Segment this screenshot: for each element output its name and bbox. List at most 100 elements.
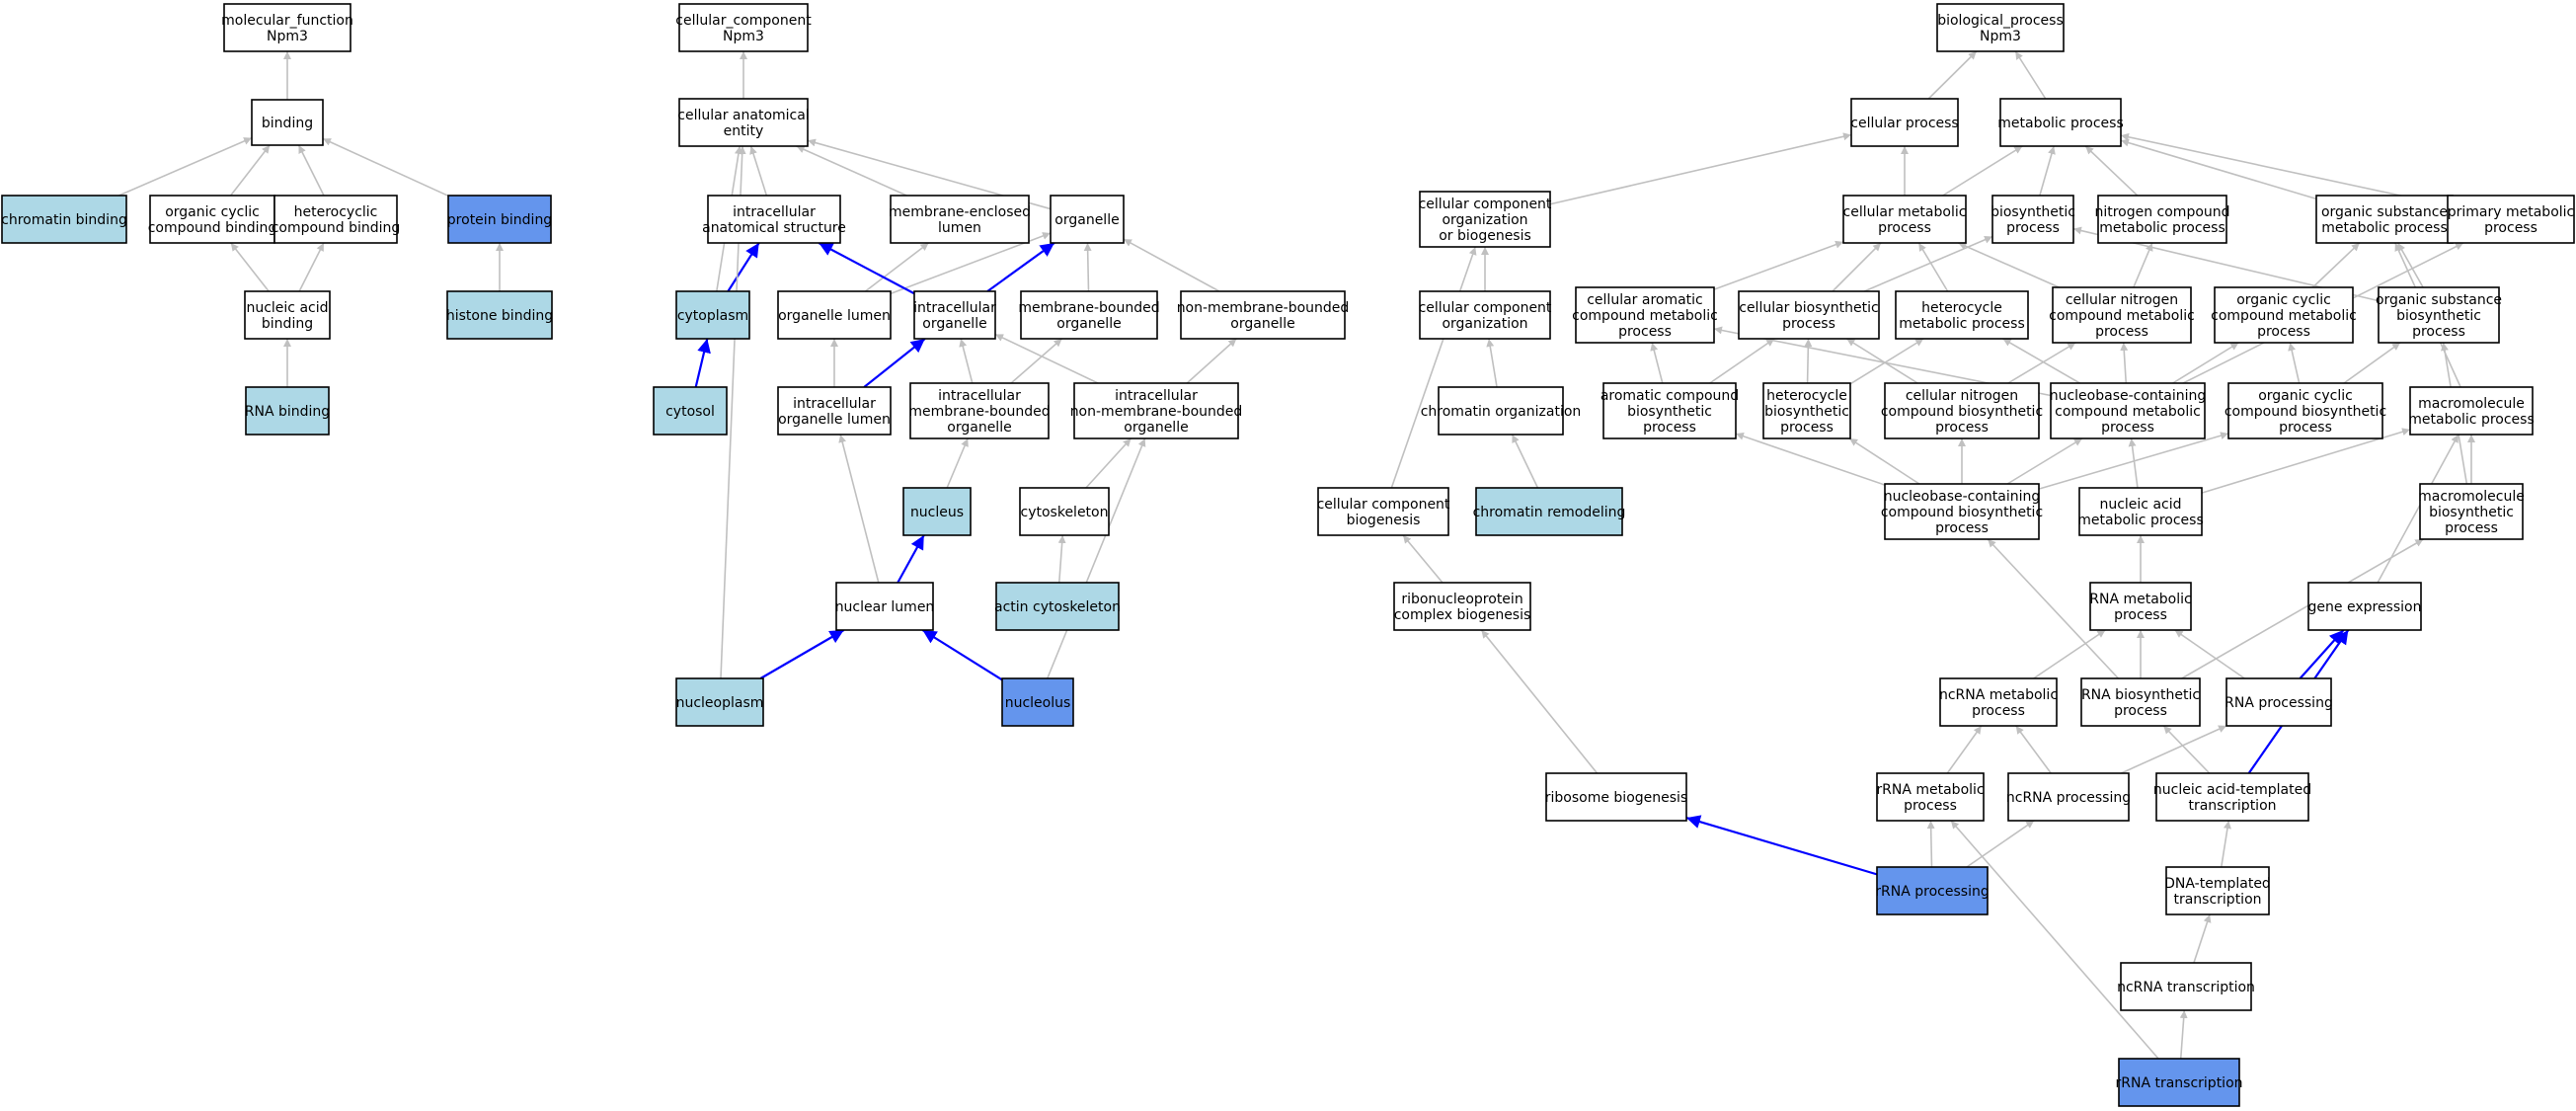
node-label-chromatin_binding: chromatin binding: [1, 212, 127, 228]
node-label-ccb: cellular component: [1317, 497, 1450, 513]
node-box-ribosome_biogenesis: [1545, 772, 1687, 822]
node-ribosome_biogenesis[interactable]: ribosome biogenesis: [1545, 772, 1687, 822]
node-label-occmp: process: [2257, 324, 2310, 340]
node-label-nccbp: process: [1935, 520, 1989, 536]
node-label-nccmp: compound metabolic: [2055, 404, 2201, 420]
node-chromatin_remodeling[interactable]: chromatin remodeling: [1473, 487, 1626, 536]
node-box-mbp: [2419, 483, 2524, 540]
node-inmbo[interactable]: intracellularnon-membrane-boundedorganel…: [1070, 382, 1243, 439]
node-ncrna_processing[interactable]: ncRNA processing: [2006, 772, 2131, 822]
edge-rna_bp-to-mbp: [2181, 538, 2424, 679]
node-chromatin_binding[interactable]: chromatin binding: [1, 195, 127, 244]
node-label-organic_cyclic_cb: compound binding: [148, 220, 277, 236]
node-label-nucleic_acid_binding: nucleic acid: [246, 300, 328, 316]
node-chromatin_org[interactable]: chromatin organization: [1421, 386, 1582, 436]
node-rrna_processing[interactable]: rRNA processing: [1875, 866, 1990, 915]
edge-ribosome_biogenesis-to-rcb: [1480, 629, 1599, 774]
node-label-biosynthetic: biosynthetic: [1991, 204, 2075, 220]
edge-cncbp-to-cbp: [1845, 338, 1918, 384]
node-label-rna_mp: RNA metabolic: [2089, 592, 2191, 607]
node-cytoskeleton[interactable]: cytoskeleton: [1019, 487, 1110, 536]
edge-osbp-to-osmp: [2396, 242, 2424, 288]
edge-organic_cyclic_cb-to-binding: [229, 144, 271, 197]
edge-protein_binding-to-binding: [322, 137, 449, 198]
edge-rrna_processing-to-ncrna_processing: [1966, 820, 2035, 868]
node-gene_expression[interactable]: gene expression: [2307, 582, 2422, 631]
node-label-ias: intracellular: [733, 204, 816, 220]
node-cytosol[interactable]: cytosol: [653, 386, 728, 436]
node-rna_binding[interactable]: RNA binding: [245, 386, 330, 436]
node-rrna_transcription[interactable]: rRNA transcription: [2115, 1058, 2243, 1107]
node-histone_binding[interactable]: histone binding: [446, 290, 553, 340]
node-nucleolus[interactable]: nucleolus: [1001, 677, 1074, 727]
node-nucleoplasm[interactable]: nucleoplasm: [675, 677, 764, 727]
node-box-osbp: [2378, 286, 2500, 344]
node-nucleus[interactable]: nucleus: [902, 487, 972, 536]
node-actin_cytoskeleton[interactable]: actin cytoskeleton: [994, 582, 1121, 631]
node-label-mbo: membrane-bounded: [1018, 300, 1159, 316]
node-box-rna_binding: [245, 386, 330, 436]
node-cytoplasm[interactable]: cytoplasm: [675, 290, 750, 340]
node-box-cc_root: [678, 3, 809, 52]
node-rna_processing[interactable]: RNA processing: [2225, 677, 2333, 727]
node-protein_binding[interactable]: protein binding: [447, 195, 552, 244]
edge-nucleoplasm-to-nuclear_lumen: [759, 629, 845, 679]
node-nuclear_lumen[interactable]: nuclear lumen: [835, 582, 935, 631]
node-box-organelle: [1050, 195, 1125, 244]
node-cellular_process[interactable]: cellular process: [1850, 98, 1959, 147]
node-label-mmp: macromolecule: [2418, 396, 2525, 412]
node-metabolic_process[interactable]: metabolic process: [1997, 98, 2124, 147]
node-organelle_lumen[interactable]: organelle lumen: [777, 290, 892, 340]
node-binding[interactable]: binding: [251, 99, 324, 146]
node-ncrna_transcription[interactable]: ncRNA transcription: [2117, 962, 2255, 1011]
node-label-cmp: cellular metabolic: [1843, 204, 1967, 220]
edge-cmp-to-metabolic_process: [1942, 145, 2023, 197]
node-box-nmbo: [1180, 290, 1346, 340]
node-organelle[interactable]: organelle: [1050, 195, 1125, 244]
